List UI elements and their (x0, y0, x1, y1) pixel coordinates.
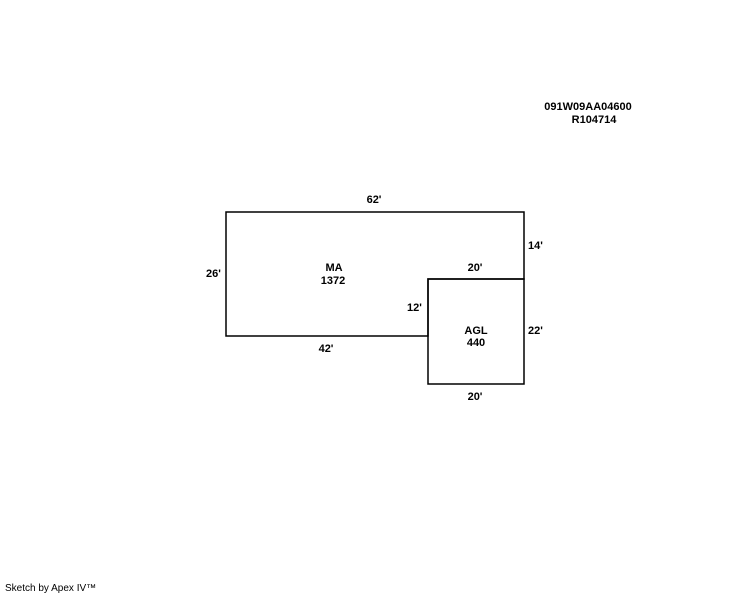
ma-outline (225, 211, 525, 337)
area-agl-sqft: 440 (466, 337, 486, 349)
dimension-ma-right-upper: 14' (528, 240, 543, 252)
agl-outline (427, 278, 525, 385)
parcel-id: 091W09AA04600 (544, 101, 632, 113)
dimension-ma-left: 26' (206, 268, 221, 280)
area-ma-sqft: 1372 (320, 275, 346, 287)
dimension-ma-inner-step: 12' (407, 302, 422, 314)
dimension-agl-bottom: 20' (467, 391, 483, 403)
dimension-ma-bottom: 42' (318, 343, 334, 355)
area-agl-code: AGL (464, 325, 488, 337)
account-id: R104714 (571, 114, 617, 126)
sketch-credit: Sketch by Apex IV™ (5, 583, 97, 594)
area-ma-code: MA (325, 262, 343, 274)
dimension-ma-top: 62' (366, 194, 382, 206)
dimension-agl-top: 20' (467, 262, 483, 274)
dimension-agl-right: 22' (528, 325, 543, 337)
